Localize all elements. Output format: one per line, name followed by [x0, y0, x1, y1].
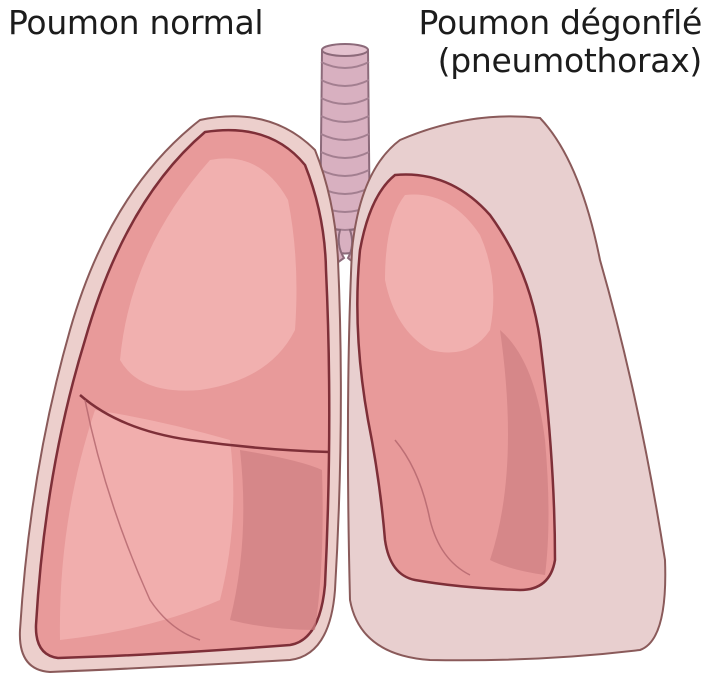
- normal-lung: [36, 130, 330, 658]
